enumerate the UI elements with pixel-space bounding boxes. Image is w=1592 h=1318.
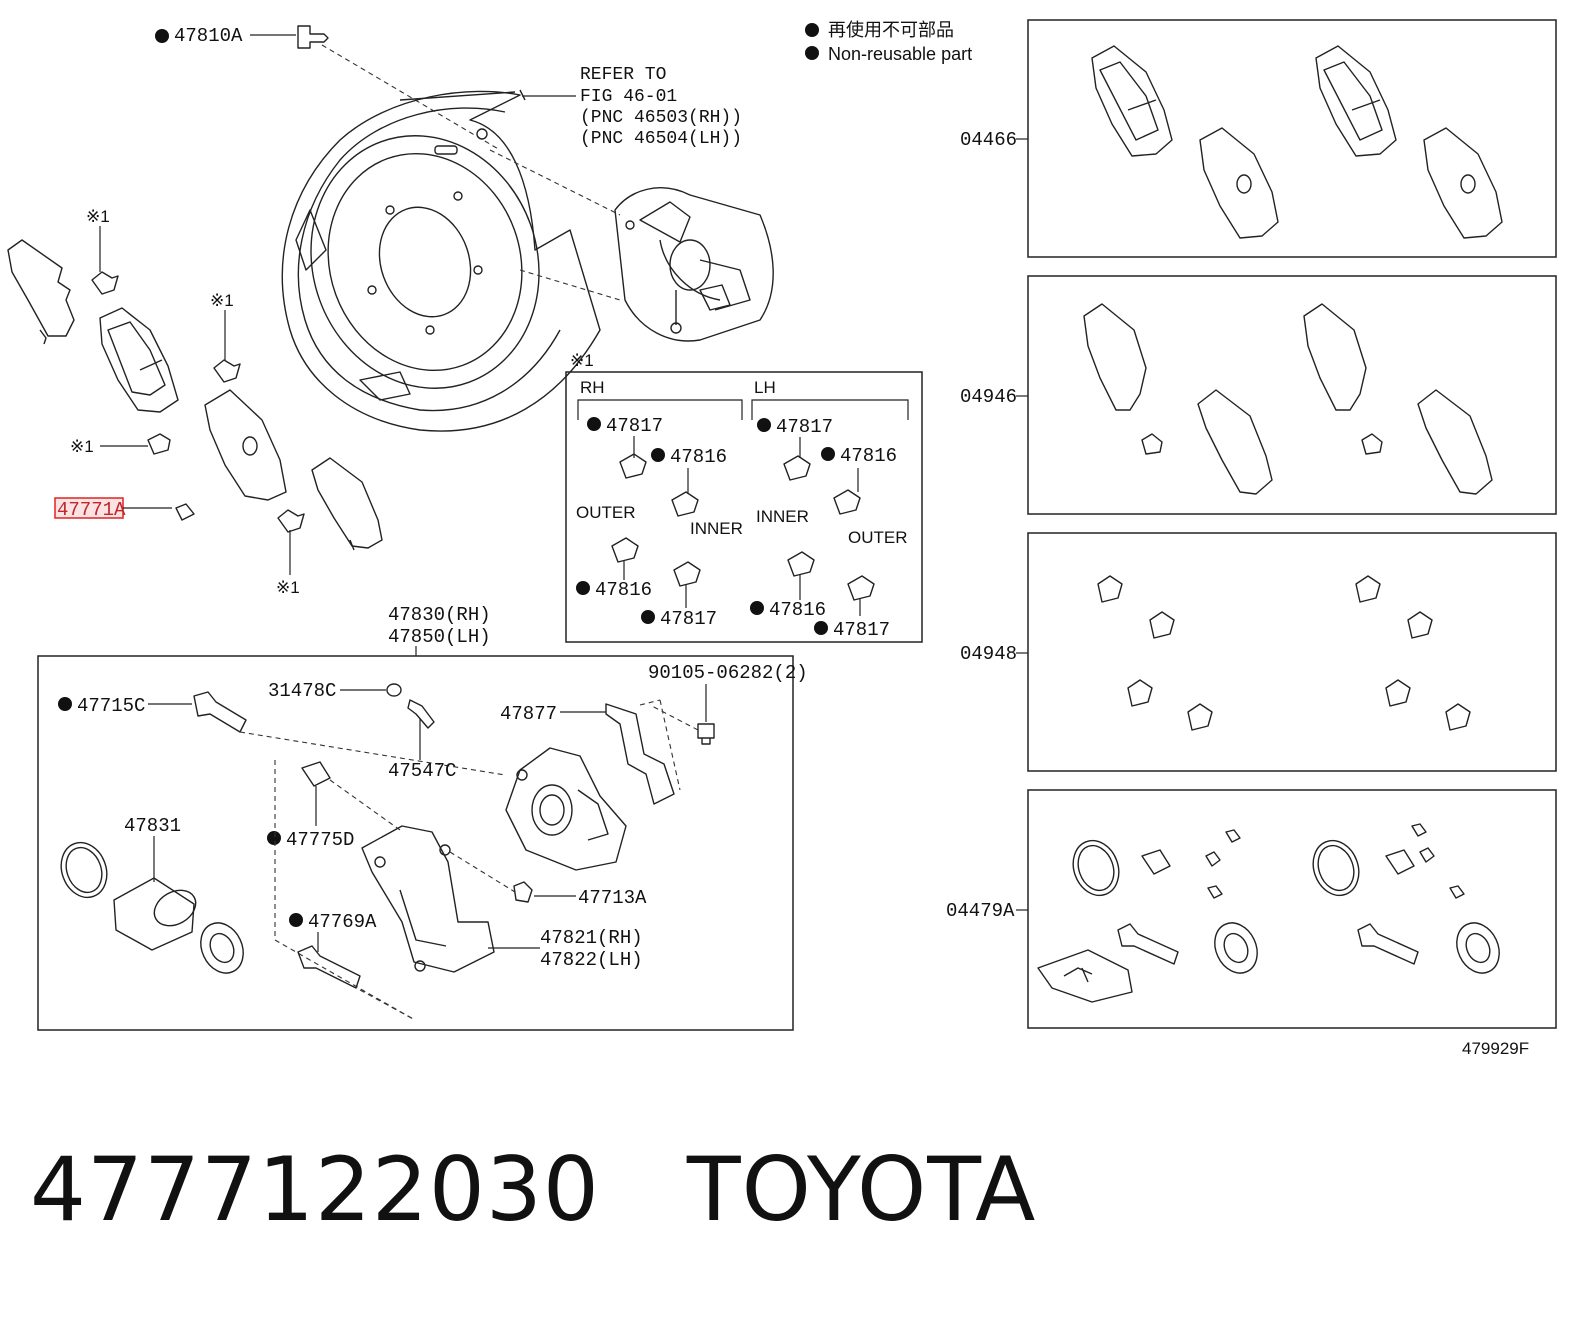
clip-box-lh: LH bbox=[754, 378, 776, 397]
callout-47810A[interactable]: 47810A bbox=[155, 25, 501, 151]
note-mark-2: ※1 bbox=[210, 291, 234, 310]
note-mark-4: ※1 bbox=[276, 578, 300, 597]
kit-label-04948: 04948 bbox=[960, 643, 1017, 665]
lh-outer: OUTER bbox=[848, 528, 908, 547]
clip-box-note-mark: ※1 bbox=[570, 351, 594, 370]
legend-en: Non-reusable part bbox=[828, 44, 972, 64]
footer-part-number: 4777122030 bbox=[30, 1138, 600, 1241]
legend: 再使用不可部品 Non-reusable part bbox=[805, 20, 972, 64]
footer-title: 4777122030 TOYOTA bbox=[30, 1138, 1036, 1241]
rh-outer: OUTER bbox=[576, 503, 636, 522]
rh-47816-top: 47816 bbox=[670, 446, 727, 468]
label-90105: 90105-06282(2) bbox=[648, 662, 808, 684]
refer-note: REFER TO FIG 46-01 (PNC 46503(RH)) (PNC … bbox=[522, 65, 742, 149]
label-47877: 47877 bbox=[500, 703, 557, 725]
backing-plate bbox=[281, 89, 601, 432]
clip-box-rh: RH bbox=[580, 378, 605, 397]
label-31478C: 31478C bbox=[268, 680, 336, 702]
caliper-box: 47830(RH) 47850(LH) 90105-06282(2) 47715… bbox=[37, 604, 808, 1031]
footer-brand: TOYOTA bbox=[686, 1138, 1037, 1241]
label-47547C: 47547C bbox=[388, 760, 456, 782]
refer-line-4: (PNC 46504(LH)) bbox=[580, 129, 742, 149]
refer-line-3: (PNC 46503(RH)) bbox=[580, 108, 742, 128]
label-47775D: 47775D bbox=[286, 829, 354, 851]
lh-47816-bottom: 47816 bbox=[769, 599, 826, 621]
legend-jp: 再使用不可部品 bbox=[828, 20, 954, 40]
kit-04466[interactable]: 04466 bbox=[960, 19, 1557, 258]
rh-47816-bottom: 47816 bbox=[595, 579, 652, 601]
note-mark-3: ※1 bbox=[70, 437, 94, 456]
label-47769A: 47769A bbox=[308, 911, 377, 933]
refer-line-2: FIG 46-01 bbox=[580, 87, 677, 107]
kit-label-04479A: 04479A bbox=[946, 900, 1015, 922]
kit-04479A[interactable]: 04479A bbox=[946, 789, 1557, 1029]
label-47850: 47850(LH) bbox=[388, 626, 491, 648]
note-mark-1: ※1 bbox=[86, 207, 110, 226]
rh-47817-top: 47817 bbox=[606, 415, 663, 437]
lh-47816-top: 47816 bbox=[840, 445, 897, 467]
label-47822: 47822(LH) bbox=[540, 949, 643, 971]
refer-line-1: REFER TO bbox=[580, 65, 666, 85]
pad-group-left bbox=[7, 239, 383, 551]
kit-04479A-seals bbox=[1037, 823, 1500, 1003]
label-47715C: 47715C bbox=[77, 695, 145, 717]
kit-label-04466: 04466 bbox=[960, 129, 1017, 151]
callout-47771A[interactable]: 47771A bbox=[54, 497, 172, 521]
lh-47817-top: 47817 bbox=[776, 416, 833, 438]
label-47830: 47830(RH) bbox=[388, 604, 491, 626]
kit-label-04946: 04946 bbox=[960, 386, 1017, 408]
label-47821: 47821(RH) bbox=[540, 927, 643, 949]
rh-inner: INNER bbox=[690, 519, 743, 538]
kit-04946-shims bbox=[1083, 303, 1493, 495]
figure-code: 479929F bbox=[1462, 1039, 1529, 1058]
clip-box: ※1 RH LH 47817 47816 OUTER INNER 47816 4… bbox=[565, 351, 923, 643]
label-47771A: 47771A bbox=[57, 499, 126, 521]
note-marks-left: ※1 ※1 ※1 ※1 bbox=[70, 207, 300, 597]
label-47713A: 47713A bbox=[578, 887, 647, 909]
rh-47817-bottom: 47817 bbox=[660, 608, 717, 630]
label-47810A: 47810A bbox=[174, 25, 243, 47]
kit-04466-pads bbox=[1091, 45, 1503, 239]
kit-04948[interactable]: 04948 bbox=[960, 532, 1557, 772]
lh-inner: INNER bbox=[756, 507, 809, 526]
label-47831: 47831 bbox=[124, 815, 181, 837]
lh-47817-bottom: 47817 bbox=[833, 619, 890, 641]
kit-04946[interactable]: 04946 bbox=[960, 275, 1557, 515]
caliper-assembly bbox=[489, 149, 774, 342]
kit-04948-clips bbox=[1097, 575, 1471, 731]
